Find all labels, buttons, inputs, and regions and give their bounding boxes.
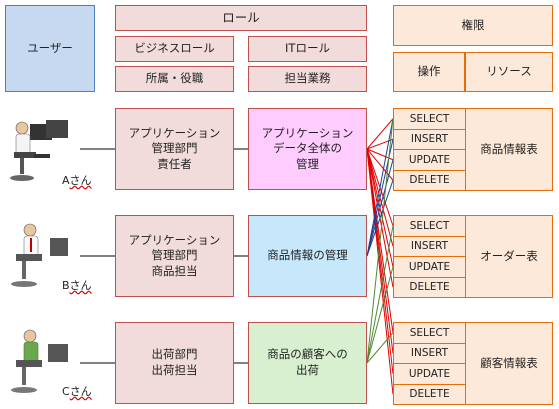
user-label-c: Cさん — [62, 385, 92, 398]
resource-header: リソース — [465, 52, 553, 92]
user-label-a: Aさん — [62, 174, 92, 187]
resource-orders: オーダー表 — [465, 215, 553, 298]
it-role-header: ITロール — [248, 36, 367, 62]
it-role-3-permission-line — [366, 332, 394, 364]
it-role-3-permission-line — [366, 118, 394, 364]
it-role-2-permission-line — [366, 159, 394, 257]
person-at-computer-icon — [11, 223, 68, 287]
user-c — [8, 322, 78, 402]
person-at-computer-icon — [11, 329, 68, 393]
business-role-3: 出荷部門 出荷担当 — [115, 322, 234, 404]
user-b — [8, 216, 78, 296]
business-role-header: ビジネスロール — [115, 36, 234, 62]
it-role-1: アプリケーション データ全体の 管理 — [248, 108, 367, 190]
it-role-2-permission-line — [366, 118, 394, 257]
it-role-1-permission-line — [366, 148, 394, 395]
role-header: ロール — [115, 5, 367, 31]
person-at-computer-icon — [10, 120, 68, 181]
it-role-3: 商品の顧客への 出荷 — [248, 322, 367, 404]
it-role-3-permission-line — [366, 225, 394, 364]
authority-header: 権限 — [393, 5, 553, 46]
resource-customers: 顧客情報表 — [465, 322, 553, 405]
it-role-2-permission-line — [366, 180, 394, 257]
it-role-2: 商品情報の管理 — [248, 215, 367, 297]
operation-select: SELECT — [393, 322, 466, 344]
operation-header: 操作 — [393, 52, 465, 92]
operation-delete: DELETE — [393, 383, 466, 405]
operation-update: UPDATE — [393, 256, 466, 278]
operation-update: UPDATE — [393, 363, 466, 385]
business-role-2: アプリケーション 管理部門 商品担当 — [115, 215, 234, 297]
user-label-b: Bさん — [62, 279, 92, 292]
affiliation-header: 所属・役職 — [115, 66, 234, 92]
operation-insert: INSERT — [393, 235, 466, 257]
user-header: ユーザー — [5, 5, 95, 92]
resource-products: 商品情報表 — [465, 108, 553, 191]
user-a — [8, 112, 78, 192]
operation-delete: DELETE — [393, 169, 466, 191]
operation-insert: INSERT — [393, 342, 466, 364]
business-role-1: アプリケーション 管理部門 責任者 — [115, 108, 234, 190]
operation-update: UPDATE — [393, 149, 466, 171]
operation-select: SELECT — [393, 108, 466, 130]
operation-select: SELECT — [393, 215, 466, 237]
operation-insert: INSERT — [393, 128, 466, 150]
it-role-1-permission-line — [366, 118, 394, 150]
operation-delete: DELETE — [393, 276, 466, 298]
duty-header: 担当業務 — [248, 66, 367, 92]
it-role-3-permission-line — [366, 266, 394, 364]
